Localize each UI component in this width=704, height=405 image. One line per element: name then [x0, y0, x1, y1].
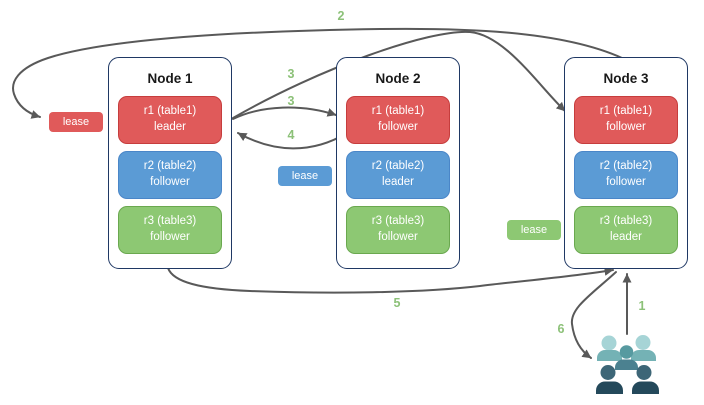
step-number-3a: 3 — [287, 67, 295, 81]
node-2-panel: Node 2 r1 (table1) follower r2 (table2) … — [336, 57, 460, 269]
node-1-title: Node 1 — [147, 71, 193, 86]
node-1-replica-r3: r3 (table3) follower — [118, 206, 222, 254]
replica-name: r1 (table1) — [143, 105, 197, 118]
lease-badge-r3: lease — [507, 220, 561, 240]
node-1-panel: Node 1 r1 (table1) leader r2 (table2) fo… — [108, 57, 232, 269]
node-3-panel: Node 3 r1 (table1) follower r2 (table2) … — [564, 57, 688, 269]
step-number-6: 6 — [557, 322, 565, 336]
arrow-step-6-node3-to-clients — [570, 271, 617, 359]
replica-name: r2 (table2) — [371, 160, 425, 173]
step-number-5: 5 — [393, 296, 401, 310]
replica-role: follower — [606, 176, 646, 188]
lease-badge-r2: lease — [278, 166, 332, 186]
replica-role: follower — [378, 231, 418, 243]
node-3-replica-r1: r1 (table1) follower — [574, 96, 678, 144]
replica-role: leader — [610, 231, 642, 243]
replica-name: r2 (table2) — [143, 160, 197, 173]
step-number-4: 4 — [287, 128, 295, 142]
node-1-replica-r1: r1 (table1) leader — [118, 96, 222, 144]
node-2-replica-r3: r3 (table3) follower — [346, 206, 450, 254]
node-3-replica-r3: r3 (table3) leader — [574, 206, 678, 254]
users-icon — [596, 335, 659, 394]
replica-name: r3 (table3) — [371, 215, 425, 228]
arrow-step-2-node3-to-r1-lease — [12, 27, 623, 119]
replica-name: r3 (table3) — [599, 215, 653, 228]
node-3-title: Node 3 — [603, 71, 649, 86]
node-3-replica-r2: r2 (table2) follower — [574, 151, 678, 199]
replica-name: r2 (table2) — [599, 160, 653, 173]
step-number-3b: 3 — [287, 94, 295, 108]
replica-name: r3 (table3) — [143, 215, 197, 228]
replica-role: follower — [378, 121, 418, 133]
step-number-2: 2 — [337, 9, 345, 23]
replica-role: follower — [150, 231, 190, 243]
replica-name: r1 (table1) — [371, 105, 425, 118]
lease-badge-r1: lease — [49, 112, 103, 132]
replica-name: r1 (table1) — [599, 105, 653, 118]
replica-role: follower — [606, 121, 646, 133]
step-number-1: 1 — [638, 299, 646, 313]
replica-role: leader — [154, 121, 186, 133]
replica-role: follower — [150, 176, 190, 188]
node-2-replica-r2: r2 (table2) leader — [346, 151, 450, 199]
arrow-step-5-node1-to-node3 — [167, 266, 614, 294]
node-2-replica-r1: r1 (table1) follower — [346, 96, 450, 144]
node-1-replica-r2: r2 (table2) follower — [118, 151, 222, 199]
node-2-title: Node 2 — [375, 71, 421, 86]
replica-role: leader — [382, 176, 414, 188]
arrow-step-3-node1-to-node2 — [232, 106, 337, 120]
